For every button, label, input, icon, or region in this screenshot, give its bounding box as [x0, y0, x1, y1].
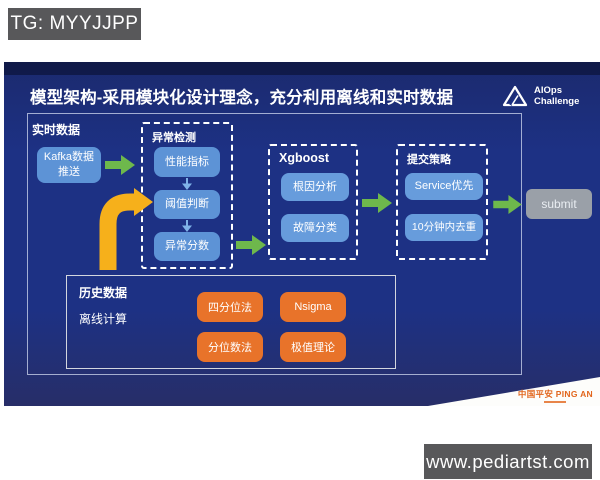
method-node: 分位数法 [197, 332, 263, 362]
method-node-label: 分位数法 [208, 342, 252, 354]
method-node-label: 四分位法 [208, 302, 252, 314]
history-data-label: 历史数据 [79, 286, 128, 300]
watermark-badge-top: TG: MYYJJPP [8, 8, 141, 40]
content-frame [27, 113, 522, 375]
down-arrow-icon [182, 178, 192, 190]
pingan-logo-text: 中国平安 PING AN [517, 389, 593, 399]
xgboost-node-label: 根因分析 [293, 180, 337, 193]
submit-button-label: submit [541, 197, 577, 211]
xgboost-node: 故障分类 [281, 214, 349, 242]
strategy-node: 10分钟内去重 [405, 214, 483, 241]
watermark-badge-bottom: www.pediartst.com [424, 444, 592, 479]
slide-top-band [4, 62, 600, 75]
strategy-node: Service优先 [405, 173, 483, 200]
watermark-top-label: TG: MYYJJPP [10, 13, 139, 34]
anomaly-step-node: 性能指标 [154, 147, 220, 177]
history-data-group: 历史数据 离线计算 四分位法 Nsigma 分位数法 极值理论 [66, 275, 396, 369]
kafka-node: Kafka数据 推送 [37, 147, 101, 183]
green-arrow-icon [236, 235, 266, 255]
method-node-label: Nsigma [294, 301, 332, 313]
down-arrow-icon [182, 220, 192, 232]
kafka-node-line1: Kafka数据 [43, 151, 95, 164]
submit-strategy-group: 提交策略 Service优先 10分钟内去重 [396, 144, 488, 260]
xgboost-label: Xgboost [279, 151, 329, 165]
green-arrow-icon [362, 193, 392, 213]
slide: 模型架构-采用模块化设计理念，充分利用离线和实时数据 AIOps Challen… [4, 62, 600, 406]
submit-strategy-label: 提交策略 [407, 154, 451, 166]
offline-compute-label: 离线计算 [79, 312, 128, 326]
xgboost-node: 根因分析 [281, 173, 349, 201]
watermark-bottom-label: www.pediartst.com [426, 450, 590, 472]
method-node: 极值理论 [280, 332, 346, 362]
kafka-node-line2: 推送 [58, 166, 80, 178]
aiops-logo-line1: AIOps [534, 84, 562, 96]
aiops-triangle-icon [502, 85, 528, 107]
anomaly-step-label: 阈值判断 [165, 198, 209, 211]
green-arrow-icon [105, 155, 135, 175]
aiops-logo-text: AIOps Challenge [534, 85, 579, 108]
method-node-label: 极值理论 [291, 342, 335, 354]
anomaly-step-label: 异常分数 [165, 240, 209, 253]
anomaly-step-node: 阈值判断 [154, 190, 220, 219]
xgboost-group: Xgboost 根因分析 故障分类 [268, 144, 358, 260]
slide-title: 模型架构-采用模块化设计理念，充分利用离线和实时数据 [30, 89, 454, 107]
strategy-node-label: 10分钟内去重 [411, 221, 477, 234]
corner-wedge [428, 377, 600, 406]
aiops-logo-line2: Challenge [534, 96, 580, 107]
pingan-logo: 中国平安 PING AN [518, 388, 593, 403]
anomaly-detection-group: 异常检测 性能指标 阈值判断 异常分数 [141, 122, 233, 269]
submit-button[interactable]: submit [526, 189, 592, 219]
green-arrow-icon [493, 195, 522, 214]
pingan-logo-subline [544, 401, 567, 403]
method-node: Nsigma [280, 292, 346, 322]
anomaly-detection-label: 异常检测 [152, 132, 196, 144]
anomaly-step-label: 性能指标 [165, 155, 209, 168]
method-node: 四分位法 [197, 292, 263, 322]
strategy-node-label: Service优先 [414, 180, 474, 193]
aiops-challenge-logo: AIOps Challenge [502, 84, 579, 108]
realtime-data-label: 实时数据 [32, 123, 81, 137]
anomaly-step-node: 异常分数 [154, 232, 220, 261]
yellow-elbow-arrow-icon [99, 188, 153, 270]
xgboost-node-label: 故障分类 [293, 221, 337, 234]
